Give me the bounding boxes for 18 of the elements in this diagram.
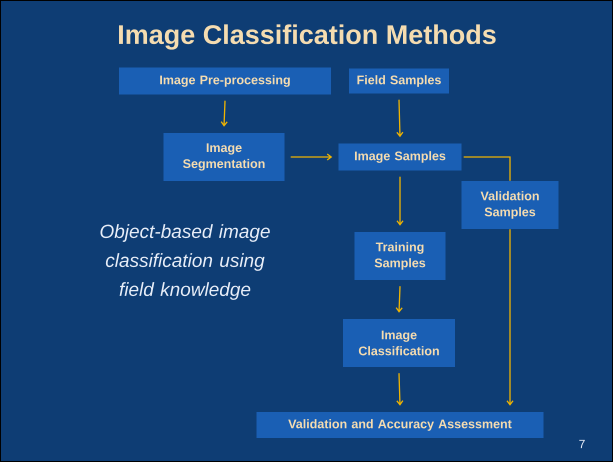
arrow <box>290 153 332 161</box>
note-text: Object-based image classification using field knowledge <box>100 224 270 300</box>
process-box: Image Segmentation <box>164 133 284 181</box>
process-box: Image Classification <box>343 319 455 367</box>
process-box: Field Samples <box>349 68 449 94</box>
arrow <box>396 286 403 313</box>
arrow <box>396 100 404 138</box>
process-box: Training Samples <box>354 232 446 280</box>
page-number: 7 <box>579 440 585 448</box>
process-box: Image Samples <box>338 144 462 170</box>
arrow <box>220 100 228 127</box>
arrow <box>396 176 404 226</box>
process-box: Image Pre-processing <box>119 68 331 94</box>
title: Image Classification Methods <box>119 24 496 50</box>
arrow <box>396 373 404 406</box>
arrow <box>506 229 514 406</box>
process-box: Validation and Accuracy Assessment <box>256 412 544 438</box>
process-box: Validation Samples <box>462 181 558 229</box>
